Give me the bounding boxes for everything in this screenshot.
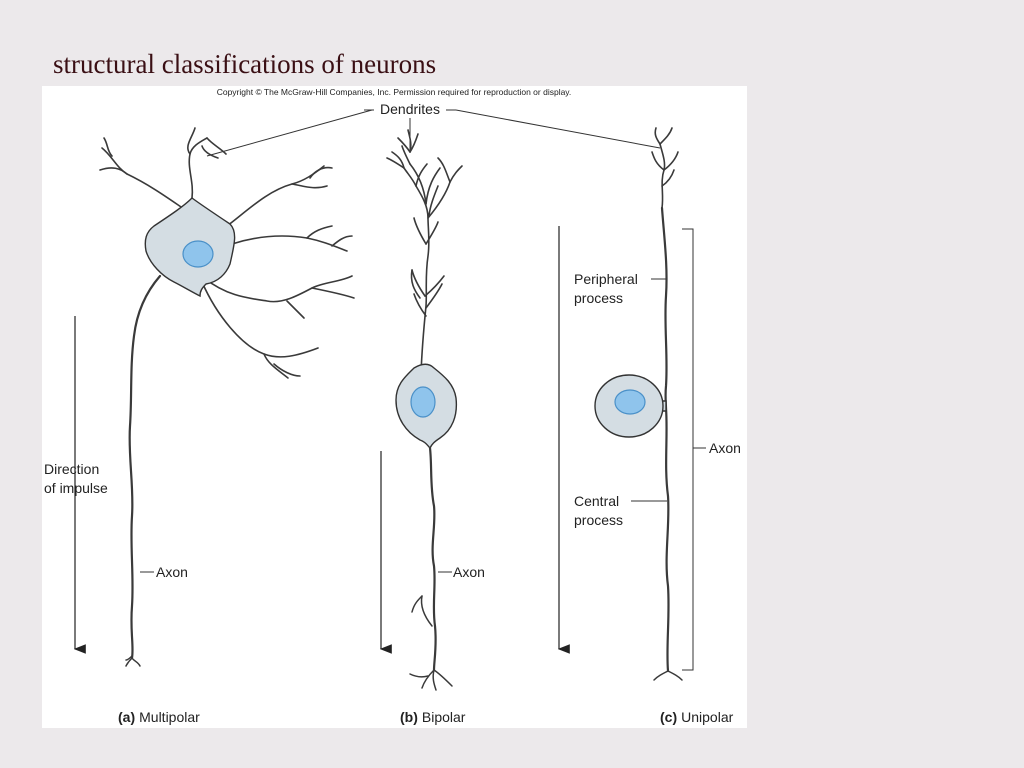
peripheral-label-line2: process xyxy=(574,290,623,306)
unipolar-central-process xyxy=(664,406,670,673)
unipolar-neuron: Axon Peripheral process Central process xyxy=(557,127,741,681)
caption-multipolar: (a)Multipolar xyxy=(118,709,200,725)
unipolar-dendrites xyxy=(651,127,679,209)
central-label-line2: process xyxy=(574,512,623,528)
multipolar-axon-label: Axon xyxy=(156,564,188,580)
direction-label-line2: of impulse xyxy=(44,480,108,496)
caption-multipolar-letter: (a) xyxy=(118,709,135,725)
caption-multipolar-name: Multipolar xyxy=(139,709,200,725)
unipolar-peripheral-process xyxy=(660,206,668,410)
bipolar-axon-label: Axon xyxy=(453,564,485,580)
caption-bipolar-name: Bipolar xyxy=(422,709,466,725)
caption-unipolar-name: Unipolar xyxy=(681,709,733,725)
slide-title: structural classifications of neurons xyxy=(53,49,437,79)
multipolar-nucleus xyxy=(182,240,214,268)
multipolar-dendrites xyxy=(99,127,355,379)
direction-label-line1: Direction xyxy=(44,461,99,477)
caption-bipolar-letter: (b) xyxy=(400,709,418,725)
caption-unipolar-letter: (c) xyxy=(660,709,677,725)
neuron-figure: Copyright © The McGraw-Hill Companies, I… xyxy=(42,86,747,728)
multipolar-neuron: Direction of impulse Axon xyxy=(44,127,355,667)
caption-bipolar: (b)Bipolar xyxy=(400,709,466,725)
bipolar-dendrites xyxy=(386,129,463,375)
central-label-line1: Central xyxy=(574,493,619,509)
copyright-notice: Copyright © The McGraw-Hill Companies, I… xyxy=(217,87,572,97)
unipolar-axon-label: Axon xyxy=(709,440,741,456)
neuron-diagram: Copyright © The McGraw-Hill Companies, I… xyxy=(44,87,741,725)
bipolar-axon xyxy=(428,446,437,672)
unipolar-nucleus xyxy=(614,389,646,415)
bipolar-neuron: Axon xyxy=(379,129,485,691)
peripheral-label-line1: Peripheral xyxy=(574,271,638,287)
bipolar-nucleus xyxy=(410,386,436,418)
axon-bracket xyxy=(682,228,694,671)
dendrites-label: Dendrites xyxy=(380,101,440,117)
caption-unipolar: (c)Unipolar xyxy=(660,709,734,725)
multipolar-axon xyxy=(128,274,162,660)
